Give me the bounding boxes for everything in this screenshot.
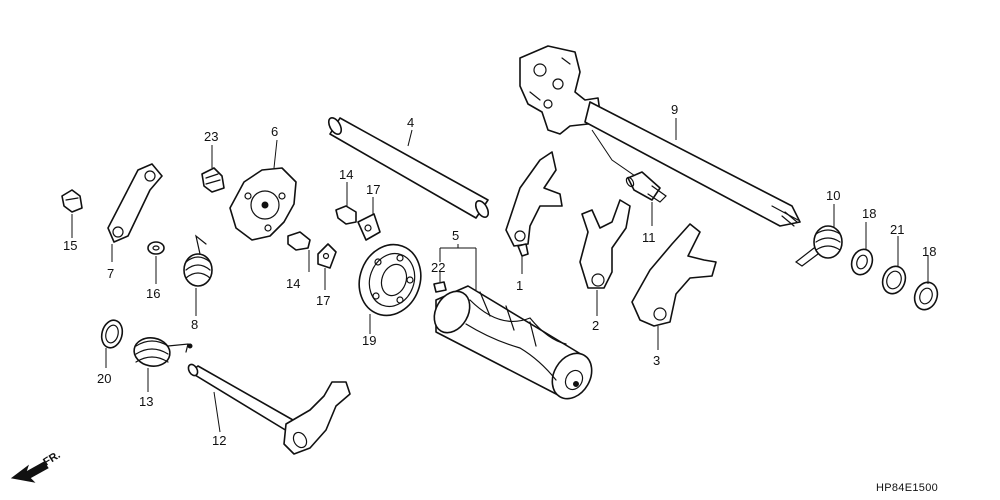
part-18-washer-b xyxy=(913,281,939,311)
callout-22: 22 xyxy=(431,260,445,275)
callout-4: 4 xyxy=(407,115,414,130)
part-10-spindle-spring xyxy=(794,225,843,267)
callout-18-a: 18 xyxy=(862,206,876,221)
callout-10: 10 xyxy=(826,188,840,203)
part-17-plate-lower xyxy=(317,243,337,269)
part-3-shift-fork xyxy=(631,223,717,327)
callout-8: 8 xyxy=(191,317,198,332)
callout-6: 6 xyxy=(271,124,278,139)
callout-16: 16 xyxy=(146,286,160,301)
callout-12: 12 xyxy=(212,433,226,448)
callout-9: 9 xyxy=(671,102,678,117)
callout-11: 11 xyxy=(642,230,656,245)
callout-15: 15 xyxy=(63,238,77,253)
part-7-stopper-arm xyxy=(107,163,163,243)
callout-20: 20 xyxy=(97,371,111,386)
part-5-shift-drum xyxy=(433,285,593,400)
callout-labels: 1 2 3 4 5 6 7 8 9 10 11 12 13 14 14 15 1… xyxy=(63,102,936,448)
part-14-bolt-lower xyxy=(287,231,311,251)
part-16-collar xyxy=(147,241,165,255)
part-19-bearing xyxy=(358,243,422,317)
part-13-spring xyxy=(133,337,193,367)
part-15-bolt xyxy=(61,189,83,213)
part-11-pin xyxy=(625,171,667,203)
part-21-snap-ring xyxy=(881,265,907,295)
front-direction-marker: FR. xyxy=(10,449,63,483)
callout-17-upper: 17 xyxy=(366,182,380,197)
part-14-bolt-upper xyxy=(335,205,357,225)
part-17-plate-upper xyxy=(357,213,381,241)
callout-21: 21 xyxy=(890,222,904,237)
part-4-fork-shaft xyxy=(327,117,490,219)
callout-3: 3 xyxy=(653,353,660,368)
part-9-gearshift-spindle xyxy=(519,45,801,227)
part-6-drum-center xyxy=(229,167,297,241)
part-18-washer-a xyxy=(850,248,874,276)
part-2-shift-fork xyxy=(579,199,631,289)
part-22-pin xyxy=(433,281,447,293)
callout-23: 23 xyxy=(204,129,218,144)
callout-14-upper: 14 xyxy=(339,167,353,182)
part-20-snap-ring xyxy=(100,319,124,349)
callout-18-b: 18 xyxy=(922,244,936,259)
callout-7: 7 xyxy=(107,266,114,281)
part-1-shift-fork xyxy=(505,151,563,257)
part-12-shift-shaft xyxy=(187,363,351,455)
callout-17-lower: 17 xyxy=(316,293,330,308)
part-23-bolt xyxy=(201,167,225,193)
callout-1: 1 xyxy=(516,278,523,293)
callout-2: 2 xyxy=(592,318,599,333)
callout-5: 5 xyxy=(452,228,459,243)
callout-13: 13 xyxy=(139,394,153,409)
diagram-code: HP84E1500 xyxy=(876,482,938,494)
part-8-return-spring xyxy=(183,234,213,287)
leader-lines xyxy=(71,118,929,433)
callout-19: 19 xyxy=(362,333,376,348)
callout-14-lower: 14 xyxy=(286,276,300,291)
